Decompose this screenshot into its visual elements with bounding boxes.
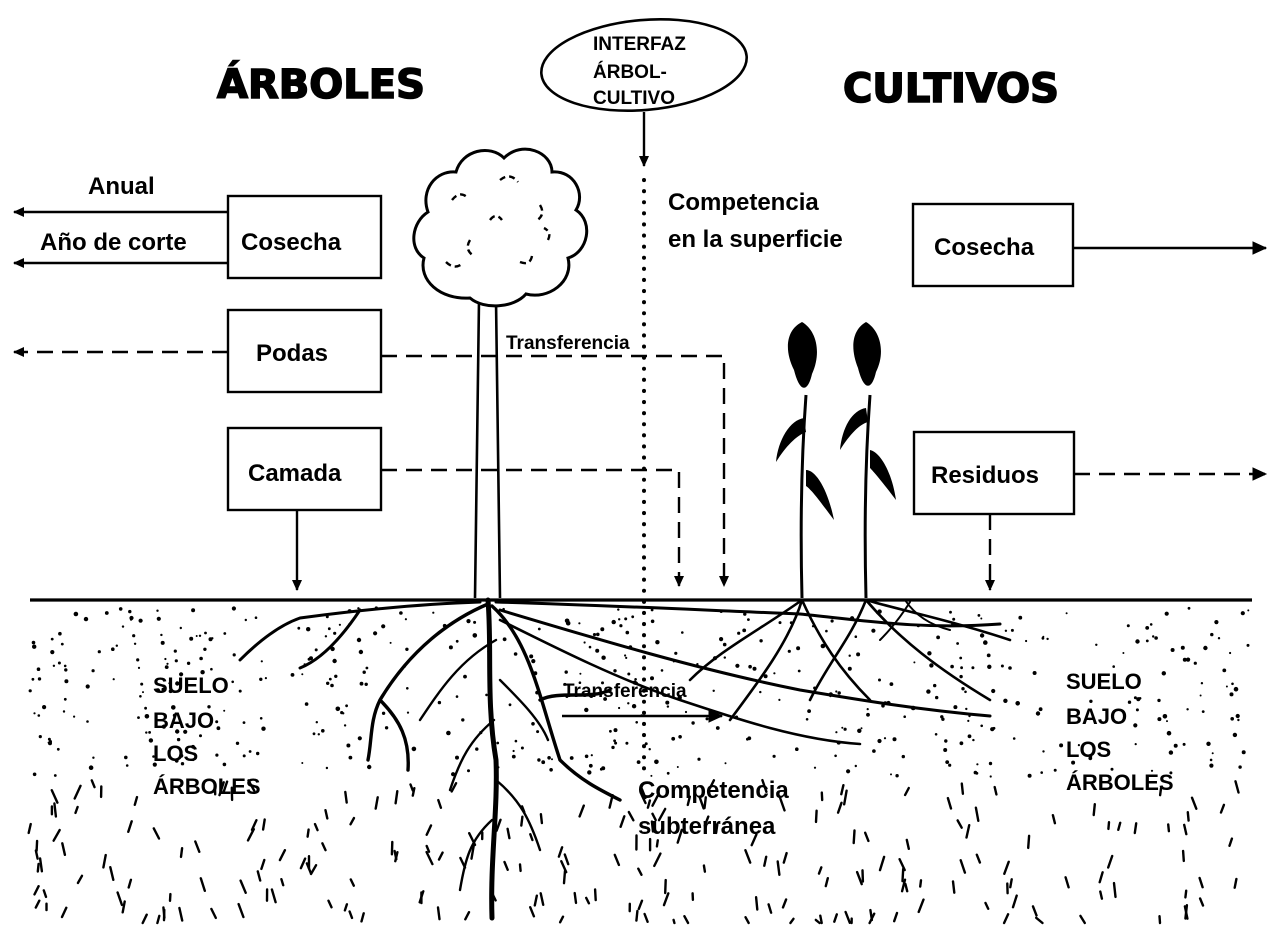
interface-label-line3: CULTIVO: [593, 88, 675, 109]
soil-label-left: SUELO BAJO LOS ÁRBOLES: [153, 673, 261, 799]
transfer-below-label: Transferencia: [563, 681, 687, 702]
crop-harvest-label: Cosecha: [934, 234, 1035, 261]
interface-label-line1: INTERFAZ: [593, 34, 686, 55]
surface-competition-line2: en la superficie: [668, 226, 843, 253]
residues-box: [912, 430, 1076, 516]
soil-left-line2: BAJO: [153, 708, 214, 733]
litter-label: Camada: [248, 460, 342, 487]
soil-texture: [27, 606, 1250, 925]
prunings-label: Podas: [256, 340, 328, 367]
surface-competition-line1: Competencia: [668, 189, 819, 216]
soil-left-line3: LOS: [153, 741, 198, 766]
residues-label: Residuos: [931, 462, 1039, 489]
litter-box: [226, 426, 383, 512]
prunings-transfer-arrow: [381, 354, 729, 587]
tree-harvest-box: [226, 194, 383, 280]
tree-harvest-label: Cosecha: [241, 229, 342, 256]
soil-right-line3: LOS: [1066, 737, 1111, 762]
interface-label-line2: ÁRBOL-: [593, 61, 667, 83]
trees-heading: ÁRBOLES: [217, 60, 425, 108]
soil-left-line4: ÁRBOLES: [153, 774, 261, 799]
cutting-year-label: Año de corte: [40, 229, 187, 256]
maize-plant-icon: [776, 322, 896, 599]
soil-left-line1: SUELO: [153, 673, 229, 698]
root-system-icon: [238, 597, 1012, 921]
underground-competition-line1: Competencia: [638, 777, 789, 804]
annual-label: Anual: [88, 173, 155, 200]
crops-heading: CULTIVOS: [843, 66, 1059, 112]
soil-right-line1: SUELO: [1066, 669, 1142, 694]
soil-right-line4: ÁRBOLES: [1066, 770, 1174, 795]
tree-icon: [412, 147, 589, 599]
transfer-above-label: Transferencia: [506, 333, 630, 354]
soil-label-right: SUELO BAJO LOS ÁRBOLES: [1066, 669, 1174, 795]
litter-transfer-arrow: [381, 468, 684, 587]
prunings-box: [226, 308, 383, 394]
crop-harvest-box: [911, 202, 1075, 288]
underground-competition-line2: subterránea: [638, 813, 776, 840]
tree-crop-interface: INTERFAZ ÁRBOL- CULTIVO: [540, 17, 748, 113]
soil-right-line2: BAJO: [1066, 704, 1127, 729]
